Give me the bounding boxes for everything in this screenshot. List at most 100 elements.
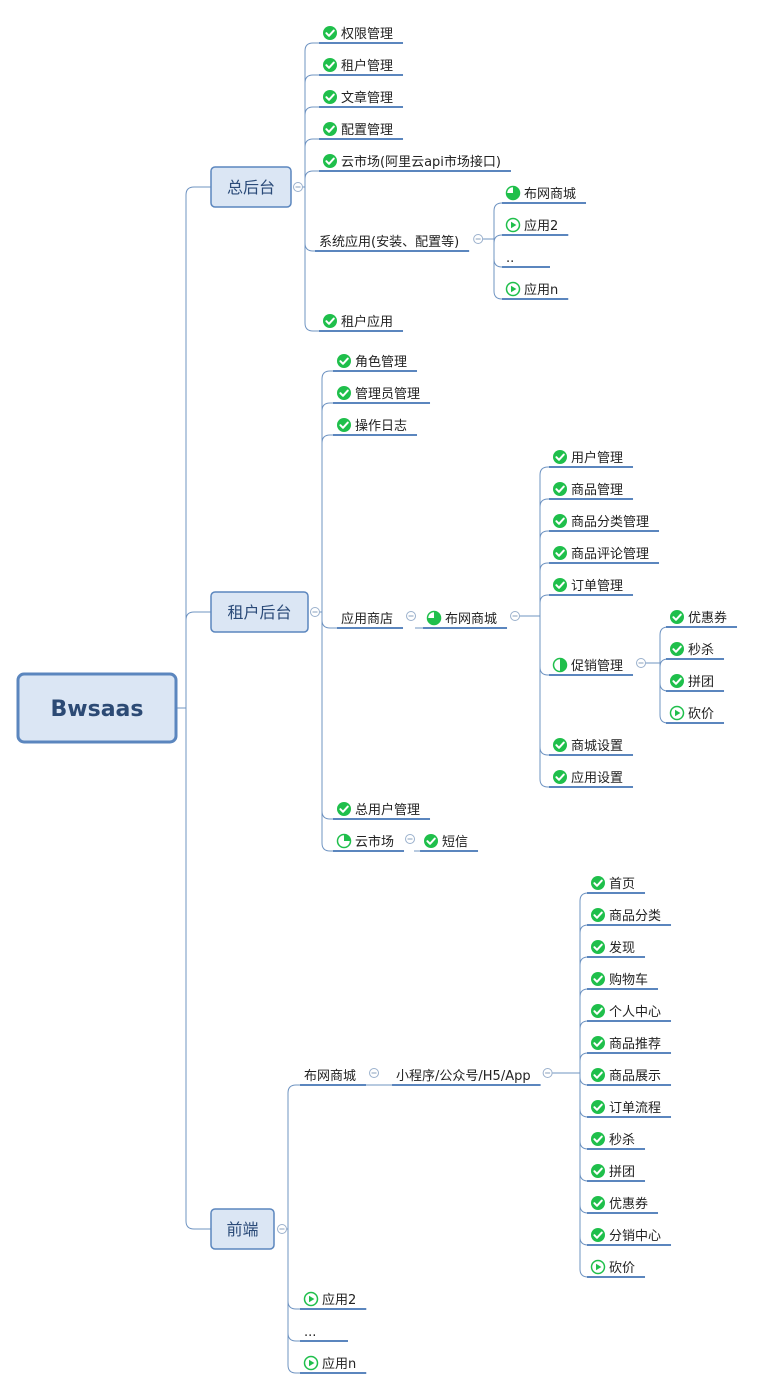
- collapse-system-apps[interactable]: [473, 234, 484, 244]
- zonghoutai-item-1[interactable]: 租户管理: [319, 58, 404, 76]
- connector: [551, 988, 589, 1074]
- check-circle-icon: [323, 90, 337, 104]
- connector: [302, 186, 315, 252]
- qianduan-item-1[interactable]: 应用2: [300, 1291, 367, 1310]
- frontend-page-2[interactable]: 发现: [587, 940, 646, 958]
- mall-item-1-label: 商品管理: [571, 483, 623, 498]
- zonghoutai-item-3[interactable]: 配置管理: [319, 122, 404, 140]
- zuhuhoutai-item-5-label: 云市场: [355, 834, 394, 850]
- collapse-frontend-mall[interactable]: [369, 1068, 380, 1078]
- promo-item-3[interactable]: 砍价: [666, 705, 725, 724]
- frontend-page-0[interactable]: 首页: [587, 876, 646, 894]
- check-circle-icon: [337, 386, 351, 400]
- app-store-mall-label: 布网商城: [445, 612, 497, 627]
- main-node-qianduan[interactable]: 前端: [210, 1208, 275, 1250]
- zonghoutai-item-2[interactable]: 文章管理: [319, 90, 404, 108]
- mall-item-0[interactable]: 用户管理: [549, 450, 634, 468]
- frontend-page-9[interactable]: 拼团: [587, 1164, 646, 1182]
- qianduan-item-0-label: 布网商城: [304, 1069, 356, 1084]
- collapse-zuhuhoutai[interactable]: [310, 607, 320, 617]
- collapse-zonghoutai[interactable]: [293, 182, 303, 192]
- qianduan-item-2[interactable]: ...: [300, 1325, 348, 1342]
- zuhuhoutai-item-2-label: 操作日志: [355, 418, 407, 434]
- zonghoutai-item-4-label: 云市场(阿里云api市场接口): [341, 154, 501, 170]
- collapse-promotion[interactable]: [636, 658, 647, 668]
- frontend-page-5[interactable]: 商品推荐: [587, 1036, 672, 1054]
- cloud-market-sms[interactable]: 短信: [420, 834, 479, 852]
- system-app-0[interactable]: 布网商城: [502, 185, 587, 204]
- qianduan-item-3[interactable]: 应用n: [300, 1355, 367, 1374]
- check-circle-icon: [670, 610, 684, 624]
- progress-quarter-icon: [336, 833, 352, 849]
- connector: [519, 615, 549, 756]
- check-circle-icon: [591, 1228, 605, 1242]
- frontend-page-7[interactable]: 订单流程: [587, 1100, 672, 1118]
- connector: [302, 106, 319, 188]
- zuhuhoutai-item-0[interactable]: 角色管理: [333, 354, 418, 372]
- collapse-qianduan[interactable]: [277, 1224, 287, 1234]
- mall-item-4[interactable]: 订单管理: [549, 578, 634, 596]
- main-node-zuhuhoutai[interactable]: 租户后台: [210, 591, 309, 633]
- zuhuhoutai-item-3[interactable]: 应用商店: [337, 611, 404, 629]
- mall-item-7[interactable]: 应用设置: [549, 770, 634, 788]
- mall-item-6[interactable]: 商城设置: [549, 738, 634, 756]
- check-circle-icon: [323, 314, 337, 328]
- promo-item-1[interactable]: 秒杀: [666, 642, 725, 660]
- zonghoutai-item-0[interactable]: 权限管理: [319, 26, 404, 44]
- mall-item-5[interactable]: 促销管理: [549, 657, 634, 676]
- frontend-page-4[interactable]: 个人中心: [587, 1004, 672, 1022]
- frontend-page-11[interactable]: 分销中心: [587, 1228, 672, 1246]
- zuhuhoutai-item-3-label: 应用商店: [341, 611, 393, 627]
- frontend-page-10[interactable]: 优惠券: [587, 1196, 659, 1214]
- frontend-page-6[interactable]: 商品展示: [587, 1068, 672, 1086]
- collapse-platform[interactable]: [542, 1068, 553, 1078]
- frontend-page-12[interactable]: 砍价: [587, 1259, 646, 1278]
- system-app-3[interactable]: 应用n: [502, 281, 569, 300]
- frontend-page-8[interactable]: 秒杀: [587, 1132, 646, 1150]
- zonghoutai-item-2-label: 文章管理: [341, 90, 393, 106]
- system-app-1[interactable]: 应用2: [502, 217, 569, 236]
- promo-item-0-label: 优惠券: [688, 610, 727, 626]
- collapse-app-store[interactable]: [406, 611, 417, 621]
- connector: [302, 74, 319, 188]
- collapse-mall[interactable]: [510, 611, 521, 621]
- check-circle-icon: [670, 642, 684, 656]
- frontend-page-0-label: 首页: [609, 877, 635, 892]
- play-circle-icon: [669, 705, 685, 721]
- main-node-zonghoutai[interactable]: 总后台: [210, 166, 292, 208]
- promo-item-2[interactable]: 拼团: [666, 674, 725, 692]
- check-circle-icon: [591, 1164, 605, 1178]
- app-store-mall[interactable]: 布网商城: [423, 610, 508, 629]
- zonghoutai-item-5[interactable]: 系统应用(安装、配置等): [315, 234, 470, 252]
- check-circle-icon: [591, 1068, 605, 1082]
- platform-node[interactable]: 小程序/公众号/H5/App: [392, 1069, 541, 1086]
- zonghoutai-item-0-label: 权限管理: [341, 26, 393, 42]
- zuhuhoutai-item-4[interactable]: 总用户管理: [333, 802, 431, 820]
- zonghoutai-item-6[interactable]: 租户应用: [319, 314, 404, 332]
- frontend-page-1-label: 商品分类: [609, 909, 661, 924]
- system-app-2[interactable]: ..: [502, 251, 550, 268]
- mall-item-2-label: 商品分类管理: [571, 515, 649, 530]
- connector: [302, 170, 319, 188]
- frontend-page-3[interactable]: 购物车: [587, 972, 659, 990]
- zuhuhoutai-item-5[interactable]: 云市场: [333, 833, 405, 852]
- collapse-cloud-market[interactable]: [405, 834, 416, 844]
- qianduan-item-0[interactable]: 布网商城: [300, 1069, 367, 1086]
- zuhuhoutai-item-2[interactable]: 操作日志: [333, 418, 418, 436]
- connector: [645, 662, 669, 692]
- promo-item-0[interactable]: 优惠券: [666, 610, 738, 628]
- frontend-page-1[interactable]: 商品分类: [587, 908, 672, 926]
- system-app-0-label: 布网商城: [524, 187, 576, 202]
- mall-item-3[interactable]: 商品评论管理: [549, 546, 660, 564]
- connector: [319, 611, 333, 852]
- promo-item-1-label: 秒杀: [688, 643, 714, 658]
- root-node[interactable]: Bwsaas: [16, 672, 178, 744]
- zonghoutai-item-4[interactable]: 云市场(阿里云api市场接口): [319, 154, 511, 172]
- zuhuhoutai-item-1[interactable]: 管理员管理: [333, 386, 431, 404]
- check-circle-icon: [591, 876, 605, 890]
- mall-item-2[interactable]: 商品分类管理: [549, 514, 660, 532]
- promo-item-2-label: 拼团: [688, 675, 714, 690]
- mall-item-1[interactable]: 商品管理: [549, 482, 634, 500]
- connector: [551, 1072, 589, 1118]
- system-app-1-label: 应用2: [524, 218, 558, 234]
